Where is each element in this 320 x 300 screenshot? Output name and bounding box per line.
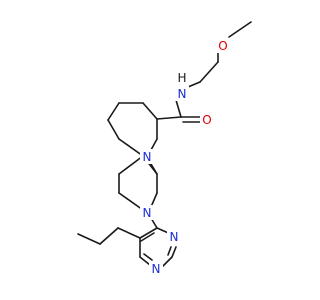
bond-layer bbox=[77, 21, 252, 268]
atom-label-n-amide: N bbox=[178, 87, 187, 101]
bond-n-carbonyl bbox=[175, 99, 182, 118]
atom-layer: O N H O N N N N bbox=[140, 38, 230, 276]
atom-label-n-pym1: N bbox=[170, 230, 179, 244]
bond-methyl-o bbox=[228, 21, 252, 38]
bond-pip2-c5-c4 bbox=[118, 155, 144, 175]
bond-pip1-n-c2 bbox=[150, 138, 158, 151]
bond-pip2-n-c6 bbox=[118, 192, 144, 211]
bond-ch2-ch2 bbox=[199, 61, 219, 83]
bond-propyl-3 bbox=[77, 233, 101, 245]
bond-ch2-n-amide bbox=[187, 81, 201, 88]
molecule-structure: O N H O N N N N bbox=[77, 21, 252, 276]
bond-pip1-c5-c6 bbox=[107, 102, 120, 121]
atom-nitrogen-amide: N bbox=[175, 86, 189, 101]
bond-carbonyl-c3 bbox=[156, 116, 182, 120]
atom-nitrogen-pyrimidine-2: N bbox=[149, 261, 163, 276]
bond-pym-n1-c2 bbox=[161, 256, 173, 268]
atom-label-n-pip2: N bbox=[143, 206, 152, 220]
bond-pym-c6-n1-inner bbox=[143, 253, 153, 261]
bond-pip1-c6-c7 bbox=[107, 119, 120, 140]
bond-pym-c2-n3-inner bbox=[167, 246, 172, 256]
bond-pip1-c3-c4 bbox=[142, 102, 158, 120]
atom-label-n-pym2: N bbox=[152, 262, 161, 276]
atom-label-o2: O bbox=[202, 113, 211, 127]
atom-nitrogen-pyrimidine-1: N bbox=[167, 229, 181, 244]
atom-label-h-amide: H bbox=[177, 71, 186, 85]
bond-propyl-2 bbox=[99, 227, 119, 245]
bond-pym-c2-n3 bbox=[171, 246, 177, 258]
bond-pym-c6-n1 bbox=[139, 256, 151, 266]
bond-pym-c4-c5 bbox=[139, 227, 158, 239]
bond-pip1-c7-n bbox=[118, 138, 144, 157]
atom-oxygen-ether: O bbox=[216, 38, 230, 53]
bond-pip2-c3-c2 bbox=[150, 192, 158, 208]
atom-nitrogen-piperidine-2: N bbox=[140, 205, 154, 220]
bond-pym-c4-c5-inner bbox=[140, 232, 155, 242]
atom-label-o1: O bbox=[218, 39, 227, 53]
atom-label-n-pip1: N bbox=[143, 150, 152, 164]
atom-nitrogen-piperidine-1: N bbox=[140, 149, 154, 164]
bond-propyl-1 bbox=[117, 227, 141, 239]
atom-hydrogen-amide: H bbox=[177, 71, 186, 85]
atom-oxygen-carbonyl: O bbox=[200, 112, 214, 127]
